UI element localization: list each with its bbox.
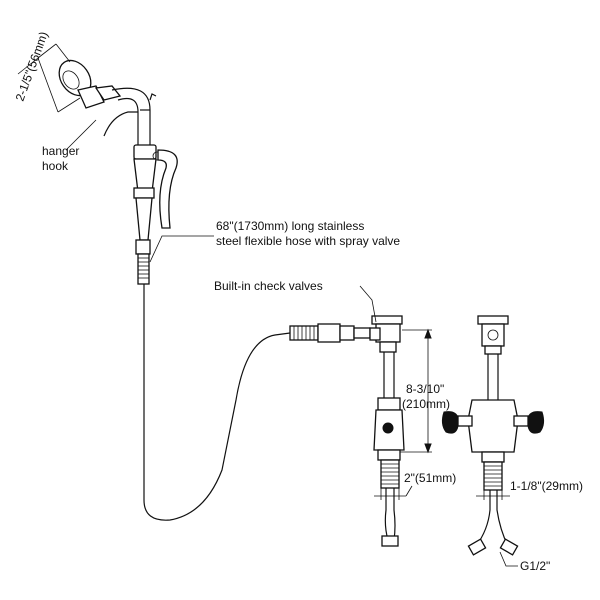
hose-label-2: steel flexible hose with spray valve [216,234,400,248]
dimension-shower-height [17,43,81,113]
faucet-front-view [441,315,545,556]
dimension-shank-width-front [476,490,510,500]
hanger-hook-leader [65,119,97,151]
shower-height-label: 2-1/5"(56mm) [13,30,51,103]
hose-connector [289,323,371,343]
shank-width-label: 2"(51mm) [404,471,456,485]
hanger-hook [58,59,157,145]
height-label-2: (210mm) [402,397,450,411]
faucet-side-view [369,315,405,547]
thread-leader [499,551,518,567]
spray-valve [133,144,178,285]
height-label-1: 8-3/10" [406,382,444,396]
shank-width-front-label: 1-1/8"(29mm) [510,479,583,493]
hose-label-1: 68"(1730mm) long stainless [216,219,364,233]
check-valves-leader [359,285,377,323]
dimension-shank-width [374,485,413,500]
thread-label: G1/2" [520,559,550,573]
hanger-hook-label-1: hanger [42,144,79,158]
dimension-height [400,328,432,454]
hanger-hook-label-2: hook [42,159,69,173]
check-valves-label: Built-in check valves [214,279,323,293]
flexible-hose [143,284,291,521]
hose-leader [149,235,214,263]
